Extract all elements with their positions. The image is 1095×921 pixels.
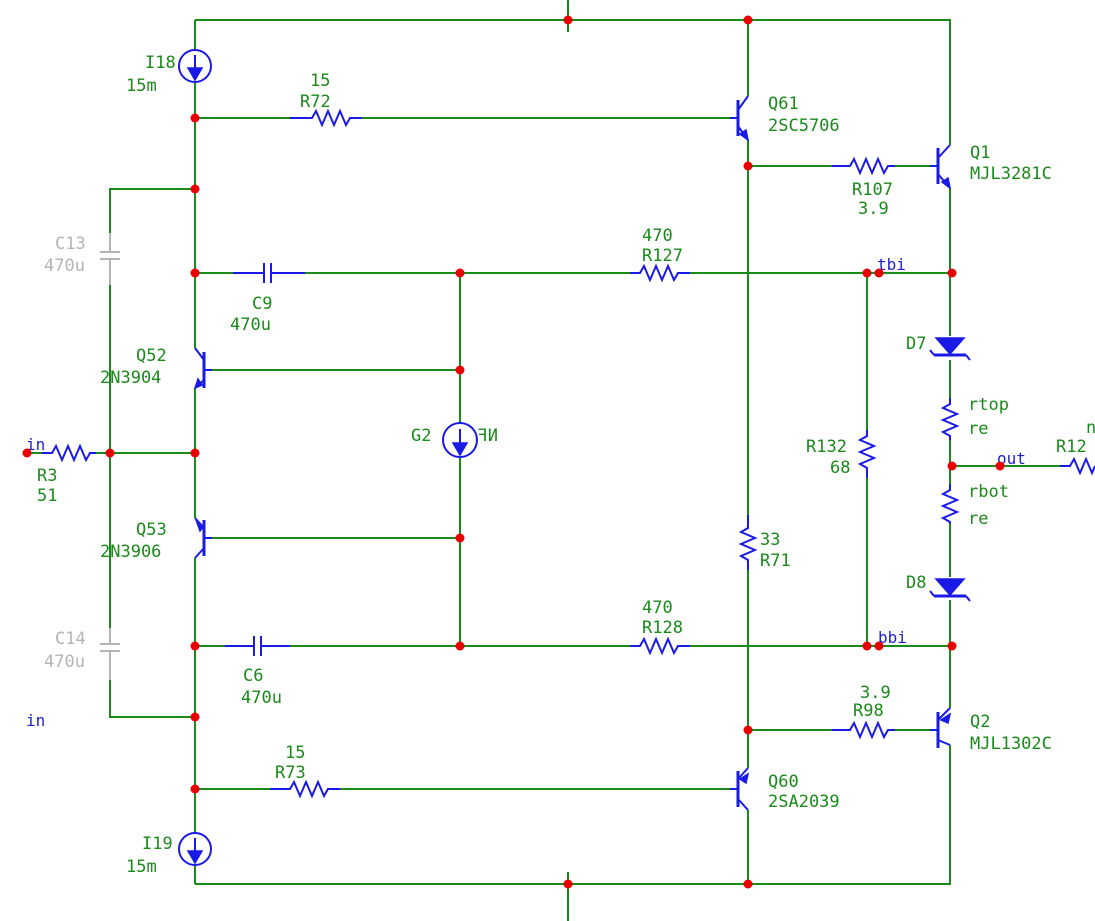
q53-part: 2N3906	[100, 542, 161, 562]
r71-ref: R71	[760, 551, 791, 571]
resistor-r127[interactable]	[630, 263, 690, 283]
r3-value: 51	[37, 486, 57, 506]
resistor-rbot[interactable]	[940, 484, 960, 524]
q53-ref: Q53	[136, 520, 167, 540]
r12-cut-label: n	[1086, 418, 1095, 438]
resistor-r132[interactable]	[857, 430, 877, 478]
capacitor-c13[interactable]	[100, 233, 120, 285]
transistor-q2[interactable]	[930, 707, 952, 748]
rtop-ref: rtop	[968, 395, 1009, 415]
rbot-ref: rbot	[968, 482, 1009, 502]
d8-ref: D8	[906, 573, 926, 593]
r132-value: 68	[830, 458, 850, 478]
resistor-r71[interactable]	[738, 515, 758, 570]
r3-ref: R3	[37, 466, 57, 486]
q60-ref: Q60	[768, 772, 799, 792]
transistor-q52[interactable]	[193, 347, 212, 390]
capacitor-c14[interactable]	[100, 628, 120, 680]
i19-value: 15m	[126, 857, 157, 877]
r72-value: 15	[310, 71, 330, 91]
current-source-i19[interactable]	[178, 832, 212, 866]
diode-d8[interactable]	[929, 578, 971, 602]
i18-ref: I18	[145, 53, 176, 73]
resistor-r128[interactable]	[630, 636, 690, 656]
r107-ref: R107	[852, 180, 893, 200]
resistor-r72[interactable]	[290, 108, 362, 128]
c14-value: 470u	[44, 652, 85, 672]
resistor-rtop[interactable]	[940, 398, 960, 440]
c13-value: 470u	[44, 256, 85, 276]
q1-ref: Q1	[970, 143, 990, 163]
resistor-r3[interactable]	[42, 443, 96, 463]
r107-value: 3.9	[858, 199, 889, 219]
r127-value: 470	[642, 226, 673, 246]
g2-value: NF	[478, 426, 498, 446]
c14-ref: C14	[55, 629, 86, 649]
r98-ref: R98	[853, 701, 884, 721]
net-label-tbi: tbi	[877, 255, 906, 274]
d7-ref: D7	[906, 334, 926, 354]
q52-ref: Q52	[136, 346, 167, 366]
capacitor-c6[interactable]	[225, 636, 290, 656]
transistor-q61[interactable]	[730, 95, 750, 142]
q2-part: MJL1302C	[970, 734, 1052, 754]
capacitor-c9[interactable]	[233, 263, 305, 283]
i19-ref: I19	[142, 834, 173, 854]
net-label-in-bottom: in	[26, 711, 45, 730]
transistor-q1[interactable]	[930, 144, 952, 190]
c9-ref: C9	[252, 294, 272, 314]
transistor-q53[interactable]	[194, 517, 212, 559]
c6-value: 470u	[241, 688, 282, 708]
r132-ref: R132	[806, 437, 847, 457]
wires	[27, 0, 1060, 921]
q61-part: 2SC5706	[768, 116, 840, 136]
r127-ref: R127	[642, 246, 683, 266]
c6-ref: C6	[243, 666, 263, 686]
q61-ref: Q61	[768, 94, 799, 114]
net-label-out: out	[997, 449, 1026, 468]
net-label-in: in	[26, 435, 45, 454]
i18-value: 15m	[126, 76, 157, 96]
resistor-r12[interactable]	[1060, 456, 1095, 476]
resistor-r107[interactable]	[832, 156, 895, 176]
r128-value: 470	[642, 598, 673, 618]
transistor-q60[interactable]	[730, 767, 750, 811]
q52-part: 2N3904	[100, 368, 161, 388]
r73-ref: R73	[275, 763, 306, 783]
junction-nodes	[22, 15, 1005, 889]
resistor-r73[interactable]	[270, 779, 340, 799]
r71-value: 33	[760, 530, 780, 550]
current-source-i18[interactable]	[178, 49, 212, 83]
c13-ref: C13	[55, 234, 86, 254]
net-label-bbi: bbi	[878, 628, 907, 647]
c9-value: 470u	[230, 315, 271, 335]
q2-ref: Q2	[970, 712, 990, 732]
r12-ref: R12	[1056, 437, 1087, 457]
g2-ref: G2	[411, 426, 431, 446]
r98-value: 3.9	[860, 683, 891, 703]
resistor-r98[interactable]	[832, 720, 895, 740]
r72-ref: R72	[300, 92, 331, 112]
controlled-source-g2[interactable]	[442, 422, 478, 458]
diode-d7[interactable]	[929, 337, 971, 361]
rtop-value: re	[968, 419, 988, 439]
r73-value: 15	[285, 743, 305, 763]
q1-part: MJL3281C	[970, 164, 1052, 184]
rbot-value: re	[968, 509, 988, 529]
q60-part: 2SA2039	[768, 792, 840, 812]
r128-ref: R128	[642, 618, 683, 638]
